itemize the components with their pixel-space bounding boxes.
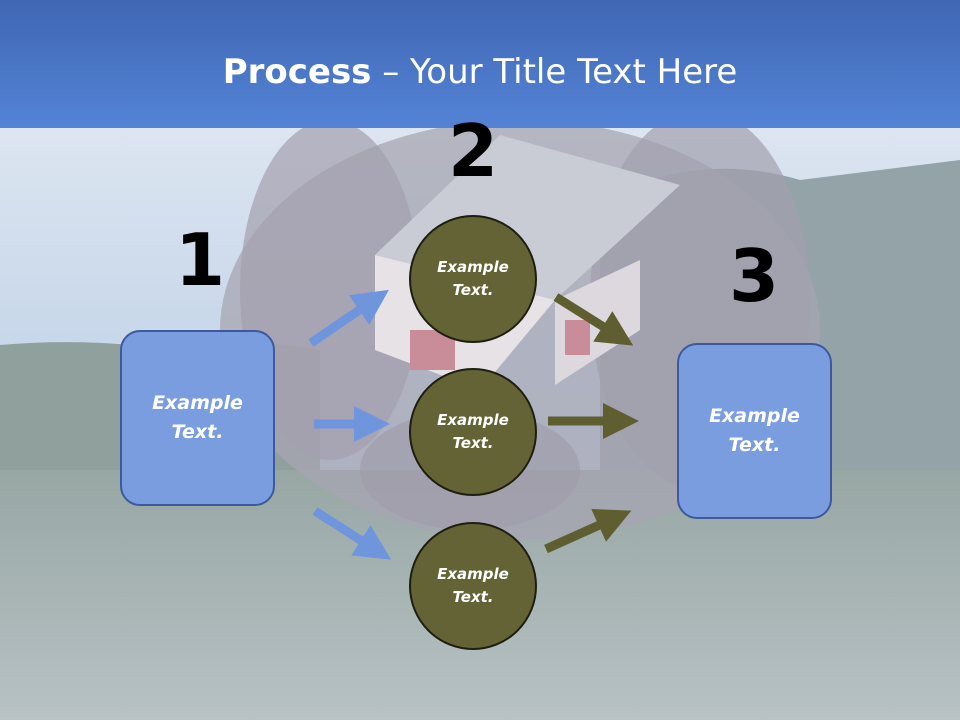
process-circle-top: Example Text.: [409, 215, 537, 343]
input-box: Example Text.: [120, 330, 275, 506]
blue-arrow-down: [312, 507, 392, 560]
circle-top-text: Example Text.: [437, 258, 509, 299]
circle-middle-text: Example Text.: [437, 411, 509, 452]
olive-arrow-down: [553, 293, 634, 346]
step-number-1: 1: [174, 218, 226, 302]
output-box: Example Text.: [677, 343, 832, 519]
title-rest: – Your Title Text Here: [371, 52, 738, 92]
olive-arrow-up: [544, 508, 632, 554]
step-number-2: 2: [447, 109, 499, 193]
title-bold: Process: [222, 52, 372, 92]
step-number-3: 3: [728, 234, 780, 318]
circle-bottom-text: Example Text.: [437, 565, 509, 606]
blue-arrow-up: [308, 289, 389, 347]
input-box-text: Example Text.: [152, 392, 243, 443]
slide-title: Process – Your Title Text Here: [0, 52, 960, 92]
output-box-text: Example Text.: [709, 405, 800, 456]
process-circle-bottom: Example Text.: [409, 522, 537, 650]
process-circle-middle: Example Text.: [409, 368, 537, 496]
